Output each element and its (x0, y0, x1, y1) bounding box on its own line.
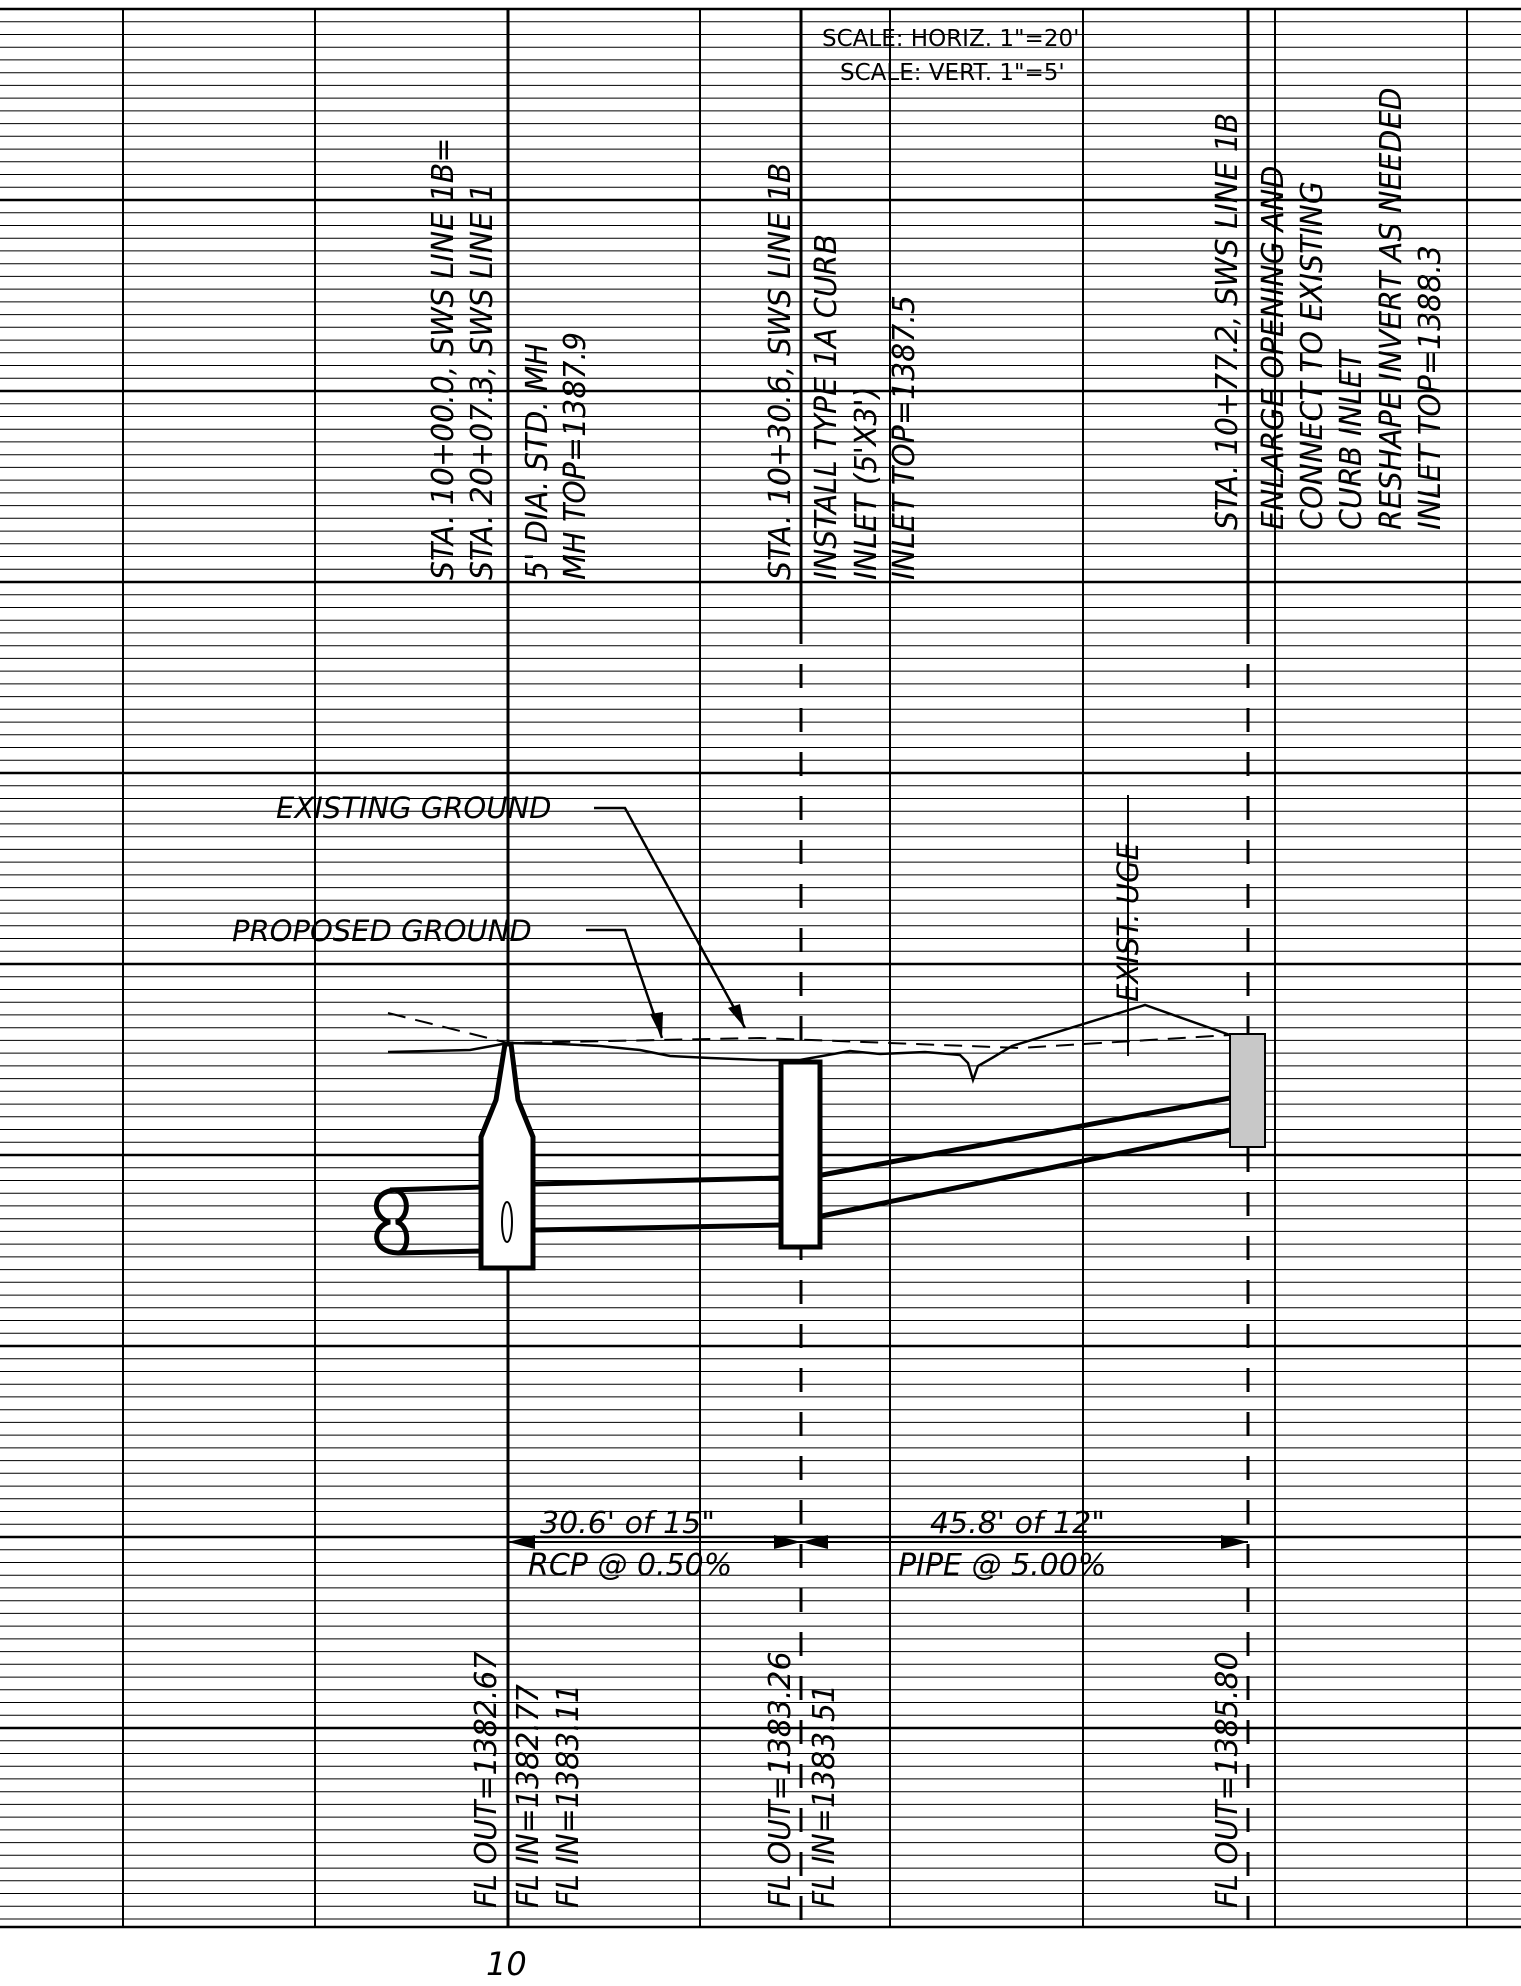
manhole-type-note: 5' DIA. STD. MH (520, 343, 555, 580)
existing-inlet-station-note: STA. 10+77.2, SWS LINE 1B (1210, 113, 1245, 530)
existing-ground-leader-arrow (728, 1004, 745, 1028)
curb-inlet-flowline-out: FL OUT=1383.26 (763, 1651, 798, 1908)
vertical-scale-label: SCALE: VERT. 1"=5' (840, 60, 1065, 86)
horizontal-scale-label: SCALE: HORIZ. 1"=20' (822, 26, 1079, 52)
curb-inlet-top-note: INLET TOP=1387.5 (887, 295, 922, 580)
rcp-dimension-arrow-right (774, 1535, 801, 1549)
pvc-pipe-top (821, 1095, 1231, 1178)
upstream-pipe-bottom (397, 1248, 483, 1256)
manhole-top-note: MH TOP=1387.9 (558, 332, 593, 580)
existing-inlet-curb-note: CURB INLET (1334, 348, 1369, 530)
manhole-flowline-in-1: FL IN=1382.77 (511, 1684, 546, 1908)
rcp-pipe-bottom (534, 1222, 781, 1233)
existing-inlet-connect-note: CONNECT TO EXISTING (1295, 181, 1330, 530)
proposed-ground-leader-arrow (650, 1012, 663, 1038)
curb-inlet-structure (778, 1059, 823, 1250)
existing-ground-leader (594, 806, 747, 1029)
pipe-length-label: 45.8' of 12" (930, 1506, 1105, 1541)
manhole-station-note: STA. 10+00.0, SWS LINE 1B= (426, 137, 461, 580)
existing-inlet-enlarge-note: ENLARGE OPENING AND (1256, 166, 1291, 530)
pipe-break-symbol (373, 1187, 410, 1256)
pipe-dimension-arrow-right (1221, 1535, 1248, 1549)
rcp-dimension-arrow-left (508, 1535, 535, 1549)
manhole-pipe-opening (501, 1201, 513, 1243)
curb-inlet-size-note: INLET (5'X3') (849, 387, 884, 580)
pipe-dimension-arrow-left (801, 1535, 828, 1549)
grid-lines (0, 8, 1521, 1920)
manhole-structure (478, 1041, 536, 1271)
proposed-ground-line (387, 1012, 1231, 1050)
manhole-flowline-out: FL OUT=1382.67 (469, 1651, 504, 1908)
pipe-profile (373, 1095, 1231, 1256)
curb-inlet-station-note: STA. 10+30.6, SWS LINE 1B (763, 163, 798, 580)
vertical-grid-lines (122, 9, 1468, 1927)
existing-inlet-top-note: INLET TOP=1388.3 (1413, 245, 1448, 530)
curb-inlet-install-note: INSTALL TYPE 1A CURB (809, 234, 844, 580)
existing-curb-inlet (1229, 1033, 1266, 1148)
pipe-slope-label: PIPE @ 5.00% (898, 1548, 1106, 1583)
proposed-ground-leader (586, 928, 664, 1039)
rcp-length-label: 30.6' of 15" (540, 1506, 715, 1541)
existing-inlet-flowline-out: FL OUT=1385.80 (1210, 1651, 1245, 1908)
station-number-label: 10 (486, 1945, 527, 1983)
manhole-equation-note: STA. 20+07.3, SWS LINE 1 (465, 183, 500, 580)
upstream-pipe-top (389, 1184, 483, 1193)
manhole-flowline-in-2: FL IN=1383.11 (551, 1684, 586, 1908)
existing-ground-line (387, 1003, 1231, 1085)
rcp-pipe-top (534, 1175, 781, 1187)
heavy-grid-lines (0, 7, 1521, 1929)
rcp-slope-label: RCP @ 0.50% (528, 1548, 732, 1583)
pvc-pipe-bottom (821, 1127, 1231, 1219)
curb-inlet-flowline-in: FL IN=1383.51 (807, 1684, 842, 1908)
proposed-ground-label: PROPOSED GROUND (232, 914, 532, 948)
existing-inlet-reshape-note: RESHAPE INVERT AS NEEDED (1374, 87, 1409, 530)
existing-ground-label: EXISTING GROUND (276, 791, 552, 825)
